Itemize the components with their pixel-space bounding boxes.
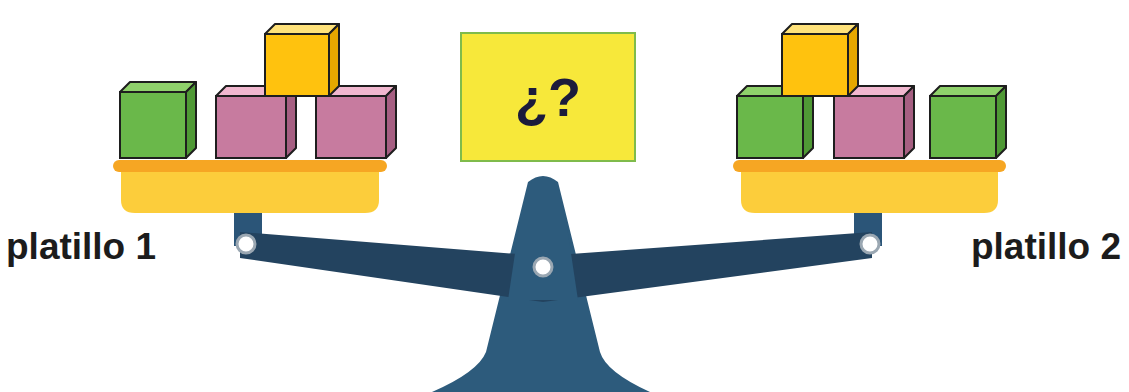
- cube-side: [848, 24, 858, 96]
- pan-bowl: [741, 170, 998, 213]
- pivot: [861, 235, 879, 253]
- pan-rim: [113, 160, 387, 172]
- cube-front: [120, 92, 186, 158]
- cube-top: [265, 24, 339, 34]
- pivot: [237, 235, 255, 253]
- cube-front: [216, 96, 286, 158]
- cube-top: [930, 86, 1006, 96]
- pivot: [534, 258, 552, 276]
- question-mark: ¿?: [515, 66, 581, 128]
- cube: [930, 86, 1006, 158]
- question-box: ¿?: [460, 32, 636, 162]
- cube-front: [316, 96, 386, 158]
- cube-front: [930, 96, 996, 158]
- cube: [265, 24, 339, 96]
- pan-label: platillo 2: [971, 228, 1121, 265]
- cube: [782, 24, 858, 96]
- cube-front: [737, 96, 803, 158]
- cube-side: [329, 24, 339, 96]
- cube-side: [996, 86, 1006, 158]
- cube-side: [186, 82, 196, 158]
- pan-bowl: [121, 170, 379, 213]
- cube-side: [386, 86, 396, 158]
- pan-label: platillo 1: [6, 228, 156, 265]
- pan-rim: [733, 160, 1006, 172]
- cube: [120, 82, 196, 158]
- cube-front: [834, 96, 904, 158]
- cube-top: [782, 24, 858, 34]
- cube-top: [120, 82, 196, 92]
- scale-stand-top: [508, 220, 578, 300]
- cube-front: [265, 34, 329, 96]
- cube-front: [782, 34, 848, 96]
- cube-side: [904, 86, 914, 158]
